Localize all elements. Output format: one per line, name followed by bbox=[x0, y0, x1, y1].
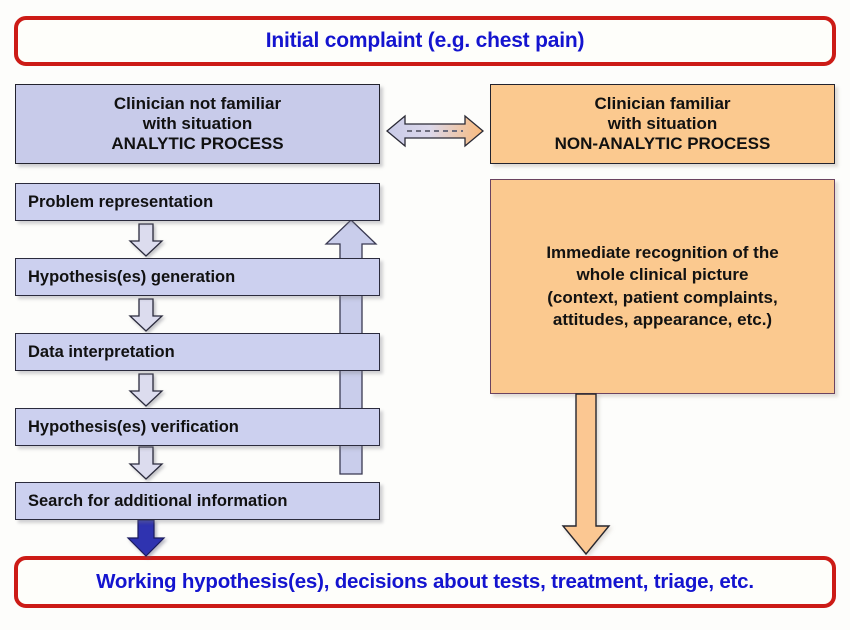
down-arrow-icon-2 bbox=[128, 298, 164, 333]
down-arrow-icon-1 bbox=[128, 223, 164, 258]
step-hypothesis-verification: Hypothesis(es) verification bbox=[15, 408, 380, 446]
down-arrow-icon-4 bbox=[128, 446, 164, 481]
step-label: Hypothesis(es) verification bbox=[28, 417, 239, 436]
down-arrow-icon-3 bbox=[128, 373, 164, 408]
step-problem-representation: Problem representation bbox=[15, 183, 380, 221]
immediate-recognition-box: Immediate recognition of the whole clini… bbox=[490, 179, 835, 394]
step-hypothesis-generation: Hypothesis(es) generation bbox=[15, 258, 380, 296]
non-analytic-process-header: Clinician familiar with situation NON-AN… bbox=[490, 84, 835, 164]
step-search-additional-information: Search for additional information bbox=[15, 482, 380, 520]
step-label: Search for additional information bbox=[28, 491, 288, 510]
working-hypothesis-box: Working hypothesis(es), decisions about … bbox=[14, 556, 836, 608]
step-label: Hypothesis(es) generation bbox=[28, 267, 236, 286]
analytic-result-arrow-icon bbox=[124, 519, 168, 558]
step-label: Data interpretation bbox=[28, 342, 175, 361]
analytic-process-header: Clinician not familiar with situation AN… bbox=[15, 84, 380, 164]
initial-complaint-box: Initial complaint (e.g. chest pain) bbox=[14, 16, 836, 66]
working-hypothesis-label: Working hypothesis(es), decisions about … bbox=[96, 570, 754, 593]
step-data-interpretation: Data interpretation bbox=[15, 333, 380, 371]
initial-complaint-label: Initial complaint (e.g. chest pain) bbox=[265, 29, 585, 52]
non-analytic-result-arrow-icon bbox=[558, 393, 614, 556]
step-label: Problem representation bbox=[28, 192, 214, 211]
bidirectional-arrow-icon bbox=[385, 110, 485, 152]
